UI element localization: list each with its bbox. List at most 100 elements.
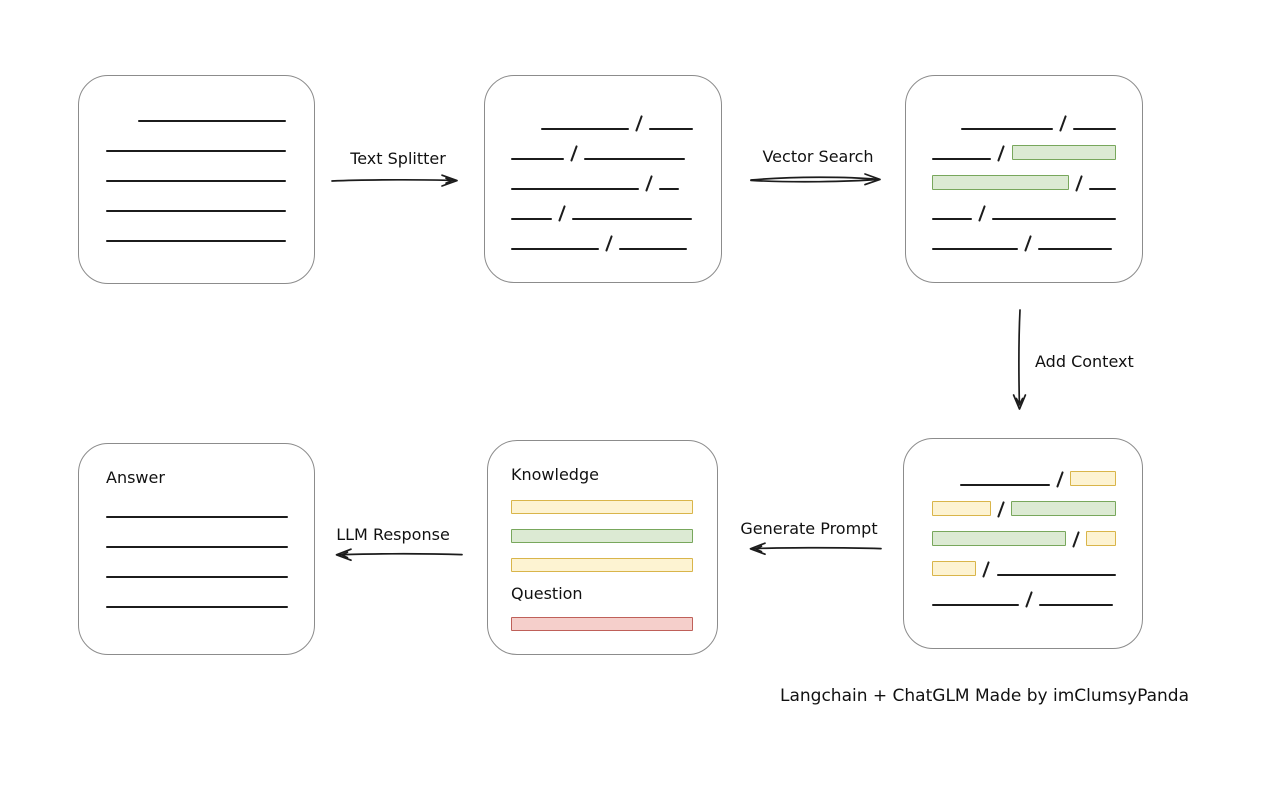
text-row [932,486,1116,518]
text-line [106,240,286,242]
text-splitter-label: Text Splitter [350,149,446,168]
text-line [932,604,1019,606]
slash-separator [605,235,614,252]
text-line [138,120,286,122]
text-row [511,220,695,252]
down-arrow-icon [1012,309,1027,410]
text-line [106,150,286,152]
text-line [649,128,694,130]
vector-search-label: Vector Search [762,147,874,166]
question-bar-red [511,617,693,631]
text-row [106,212,286,242]
chunk-lines [511,100,695,252]
llm-response-label: LLM Response [336,525,450,544]
text-line [1089,188,1116,190]
indent-gap [932,485,960,486]
text-row [511,130,695,162]
text-row [106,518,288,548]
text-line [960,128,1053,130]
highlighted-chunk-yellow [932,501,991,516]
generate-prompt-label: Generate Prompt [740,519,878,538]
text-splitter-arrow-group: Text Splitter [328,148,468,189]
text-row [106,548,288,578]
text-line [932,158,992,160]
highlighted-chunk-green [932,175,1069,190]
context-lines [932,456,1116,608]
slash-separator [1025,591,1034,608]
right-arrow-icon [750,173,881,186]
text-line [511,158,564,160]
text-row [106,182,286,212]
answer-lines [106,488,288,608]
indent-gap [511,129,541,130]
vector-results-box [905,75,1143,283]
text-line [106,576,288,578]
text-row [932,576,1116,608]
text-row [511,100,695,132]
knowledge-label: Knowledge [511,465,599,484]
knowledge-bars [511,500,693,572]
document-lines [106,92,286,242]
prompt-box: Knowledge Question [487,440,718,655]
llm-response-arrow-group: LLM Response [320,524,466,563]
text-line [932,248,1018,250]
highlighted-chunk-yellow [1085,531,1116,546]
add-context-label: Add Context [1035,352,1134,371]
text-row [106,152,286,182]
text-line [996,574,1116,576]
highlighted-chunk-yellow [932,561,977,576]
text-row [106,578,288,608]
question-label: Question [511,584,583,603]
right-arrow-icon [331,174,458,187]
text-row [511,160,695,192]
text-row [932,516,1116,548]
indent-gap [932,129,961,130]
text-line [511,188,639,190]
text-row [932,190,1116,222]
slash-separator [1024,235,1033,252]
indent-gap [106,121,138,122]
text-line [511,248,599,250]
answer-label: Answer [106,468,165,487]
vector-search-arrow-group: Vector Search [746,146,890,189]
generate-prompt-arrow-group: Generate Prompt [733,518,885,557]
highlighted-chunk-green [1011,501,1116,516]
question-bar [511,617,693,631]
credit-caption: Langchain + ChatGLM Made by imClumsyPand… [780,686,1189,706]
text-line [572,218,693,220]
text-line [106,210,286,212]
text-line [584,158,686,160]
knowledge-bar-yellow [511,500,693,514]
source-document-box [78,75,315,284]
left-arrow-icon [335,548,463,562]
knowledge-bar-green [511,529,693,543]
text-line [106,180,286,182]
text-row [932,546,1116,578]
text-line [541,128,629,130]
text-line [932,218,972,220]
text-row [106,488,288,518]
text-line [659,188,680,190]
knowledge-bar-yellow [511,558,693,572]
text-line [511,218,552,220]
text-line [106,546,288,548]
text-row [511,190,695,222]
text-row [106,122,286,152]
text-row [106,92,286,122]
text-line [960,484,1050,486]
text-line [992,218,1116,220]
text-line [1038,248,1113,250]
vector-lines [932,100,1117,252]
text-row [932,220,1116,252]
split-chunks-box [484,75,722,283]
text-line [106,606,288,608]
highlighted-chunk-green [932,531,1066,546]
text-line [619,248,688,250]
highlighted-chunk-yellow [1069,471,1116,486]
answer-box: Answer [78,443,315,655]
highlighted-chunk-green [1011,145,1117,160]
text-line [1073,128,1116,130]
text-row [932,130,1117,162]
text-line [1039,604,1114,606]
left-arrow-icon [749,542,882,556]
